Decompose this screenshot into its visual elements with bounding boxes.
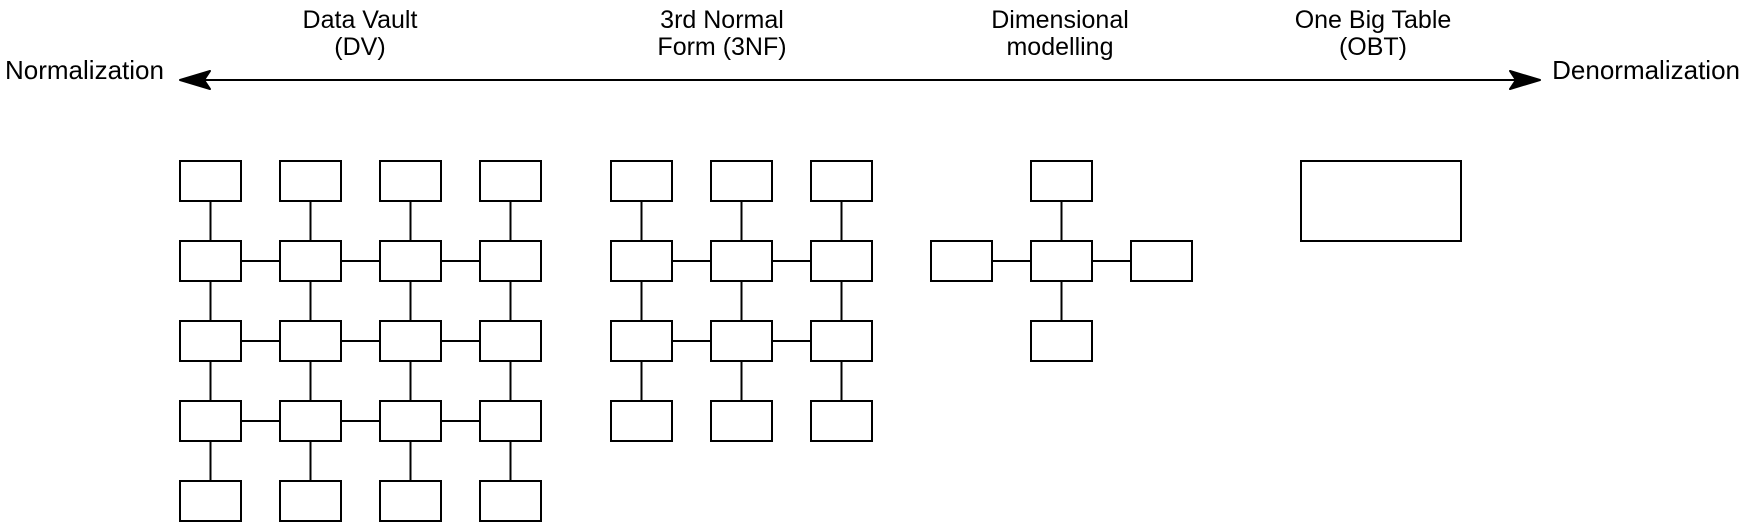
dimensional-dim-box: [1130, 240, 1193, 282]
data-vault-entity-box: [479, 400, 542, 442]
3nf-entity-box: [810, 240, 873, 282]
3nf-entity-box: [610, 240, 673, 282]
data-vault-entity-box: [379, 400, 442, 442]
data-vault-entity-box: [279, 480, 342, 522]
spectrum-arrow-left-head: [179, 70, 211, 90]
data-vault-entity-box: [279, 320, 342, 362]
3nf-entity-box: [710, 240, 773, 282]
label-dimensional-line1: Dimensional: [991, 6, 1129, 34]
spectrum-arrow-right-head: [1509, 70, 1541, 90]
dimensional-dim-box: [1030, 160, 1093, 202]
data-vault-entity-box: [379, 320, 442, 362]
3nf-entity-box: [710, 160, 773, 202]
data-vault-entity-box: [279, 240, 342, 282]
data-vault-entity-box: [179, 480, 242, 522]
label-data-vault: Data Vault (DV): [303, 7, 418, 61]
label-obt-line1: One Big Table: [1294, 6, 1452, 34]
3nf-entity-box: [810, 320, 873, 362]
3nf-entity-box: [710, 320, 773, 362]
data-vault-entity-box: [379, 160, 442, 202]
data-vault-entity-box: [179, 320, 242, 362]
label-data-vault-line1: Data Vault: [302, 6, 418, 34]
label-3nf-line2: Form (3NF): [657, 33, 787, 61]
data-vault-entity-box: [479, 480, 542, 522]
label-3nf: 3rd Normal Form (3NF): [657, 7, 786, 61]
dimensional-dim-box: [930, 240, 993, 282]
label-obt: One Big Table (OBT): [1295, 7, 1452, 61]
label-dimensional-line2: modelling: [1006, 33, 1114, 61]
3nf-entity-box: [610, 400, 673, 442]
label-3nf-line1: 3rd Normal: [660, 6, 784, 34]
data-vault-entity-box: [479, 320, 542, 362]
data-vault-entity-box: [179, 160, 242, 202]
label-data-vault-line2: (DV): [334, 33, 386, 61]
3nf-entity-box: [610, 160, 673, 202]
3nf-entity-box: [810, 160, 873, 202]
3nf-entity-box: [810, 400, 873, 442]
obt-entity-box: [1300, 160, 1462, 242]
normalization-label: Normalization: [5, 55, 164, 85]
data-vault-entity-box: [479, 240, 542, 282]
dimensional-dim-box: [1030, 320, 1093, 362]
data-vault-entity-box: [179, 240, 242, 282]
label-obt-line2: (OBT): [1338, 33, 1408, 61]
data-vault-entity-box: [479, 160, 542, 202]
data-vault-entity-box: [379, 480, 442, 522]
data-vault-entity-box: [279, 400, 342, 442]
data-vault-entity-box: [279, 160, 342, 202]
3nf-entity-box: [710, 400, 773, 442]
3nf-entity-box: [610, 320, 673, 362]
label-dimensional: Dimensional modelling: [991, 7, 1129, 61]
data-vault-entity-box: [179, 400, 242, 442]
data-vault-entity-box: [379, 240, 442, 282]
dimensional-fact-box: [1030, 240, 1093, 282]
denormalization-label: Denormalization: [1552, 55, 1740, 85]
